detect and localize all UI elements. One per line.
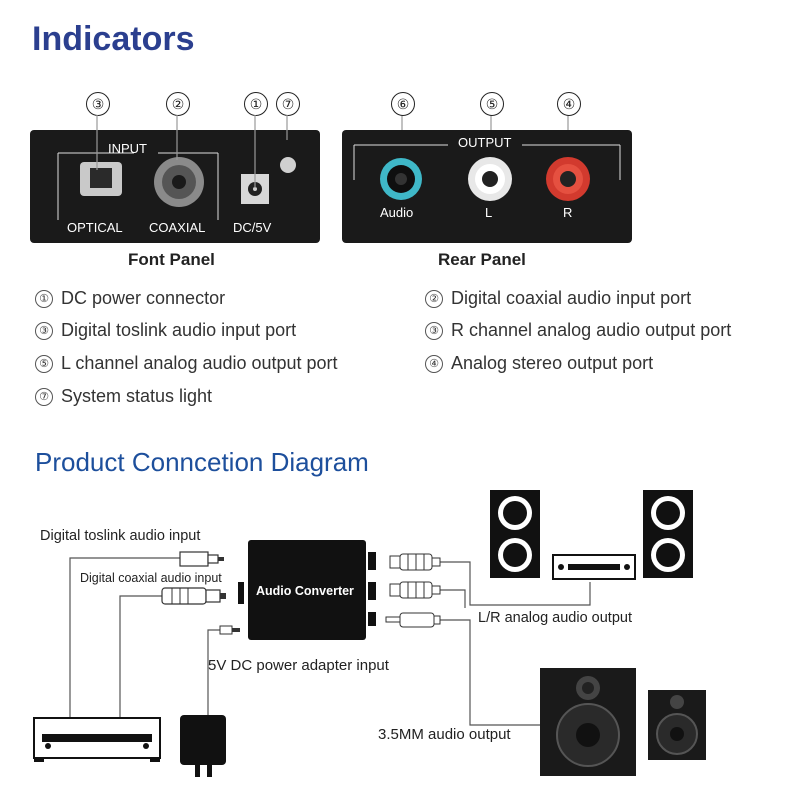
audio-converter-label: Audio Converter (256, 584, 354, 598)
coaxial-port-icon (154, 157, 204, 207)
rca-plug-r-icon (389, 581, 441, 599)
amplifier-icon (552, 554, 636, 580)
marker-4: ④ (557, 92, 581, 116)
r-jack-icon (546, 157, 590, 201)
legend-num: ② (425, 290, 443, 308)
optical-label: OPTICAL (67, 220, 123, 235)
marker-5: ⑤ (480, 92, 504, 116)
marker-1: ① (244, 92, 268, 116)
legend-item-3: ③ Digital toslink audio input port (35, 320, 296, 341)
dc-input-label: 5V DC power adapter input (208, 657, 389, 674)
legend-item-3b: ③ R channel analog audio output port (425, 320, 731, 341)
lr-output-label: L/R analog audio output (478, 610, 632, 626)
marker-3: ③ (86, 92, 110, 116)
front-panel-graphics (57, 130, 296, 220)
bookshelf-speaker-small-icon (648, 690, 706, 760)
audio-label: Audio (380, 205, 414, 220)
diagram-title: Product Conncetion Diagram (35, 447, 369, 477)
audio-converter-box: Audio Converter (248, 540, 366, 640)
mm-output-label: 3.5MM audio output (378, 726, 511, 743)
front-panel: INPUT OPTICAL COAXIAL DC/5V (30, 130, 320, 243)
legend-text: Digital coaxial audio input port (451, 288, 692, 308)
l-label: L (485, 205, 493, 220)
dvd-player-icon (33, 717, 161, 762)
legend-item-5: ⑤ L channel analog audio output port (35, 353, 338, 374)
coaxial-plug-icon (161, 587, 226, 605)
legend-num: ③ (425, 322, 443, 340)
marker-2: ② (166, 92, 190, 116)
legend-num: ⑦ (35, 388, 53, 406)
output-label: OUTPUT (458, 135, 512, 150)
legend-item-7: ⑦ System status light (35, 386, 212, 407)
toslink-plug-icon (179, 551, 224, 567)
marker-7: ⑦ (276, 92, 300, 116)
legend-num: ④ (425, 355, 443, 373)
legend-num: ③ (35, 322, 53, 340)
input-label: INPUT (108, 141, 147, 156)
mini-jack-plug-icon (385, 612, 441, 628)
legend-item-2: ② Digital coaxial audio input port (425, 288, 691, 309)
bookshelf-speaker-big-icon (540, 668, 636, 776)
rear-panel: OUTPUT Audio L R (342, 130, 632, 243)
legend-text: System status light (61, 386, 213, 406)
power-adapter-icon (180, 715, 226, 777)
legend-text: Analog stereo output port (451, 353, 654, 373)
legend-text: DC power connector (61, 288, 226, 308)
speaker-left-icon (490, 490, 540, 578)
legend-text: R channel analog audio output port (451, 320, 732, 340)
rca-plug-l-icon (389, 553, 441, 571)
rear-panel-graphics (353, 144, 621, 201)
optical-port-icon (80, 162, 122, 196)
toslink-input-label: Digital toslink audio input (40, 528, 201, 544)
legend-num: ⑤ (35, 355, 53, 373)
legend-text: Digital toslink audio input port (61, 320, 297, 340)
dc-label: DC/5V (233, 220, 272, 235)
legend-text: L channel analog audio output port (61, 353, 338, 373)
speaker-right-icon (643, 490, 693, 578)
legend-item-1: ① DC power connector (35, 288, 225, 309)
status-light-icon (280, 157, 296, 173)
coaxial-input-label: Digital coaxial audio input (80, 571, 222, 585)
l-jack-icon (468, 157, 512, 201)
front-panel-caption: Font Panel (128, 250, 215, 269)
r-label: R (563, 205, 573, 220)
coaxial-label: COAXIAL (149, 220, 206, 235)
dc-plug-icon (219, 625, 240, 635)
legend-item-4: ④ Analog stereo output port (425, 353, 653, 374)
marker-6: ⑥ (391, 92, 415, 116)
indicators-heading: Indicators (32, 20, 195, 58)
rear-panel-caption: Rear Panel (438, 250, 526, 269)
audio-jack-icon (380, 158, 422, 200)
legend-num: ① (35, 290, 53, 308)
